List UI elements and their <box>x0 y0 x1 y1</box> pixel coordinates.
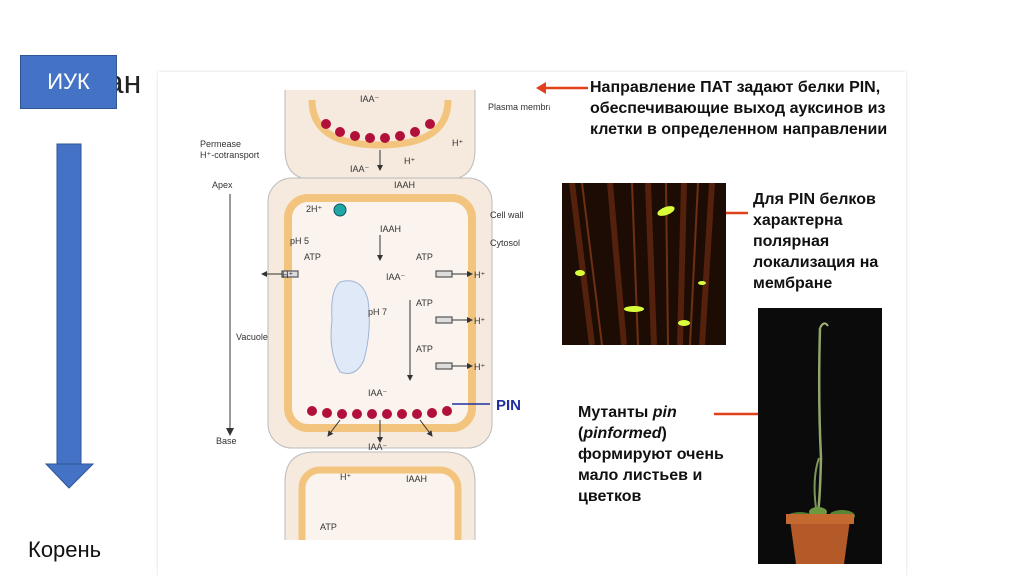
root-label: Корень <box>28 537 102 562</box>
label-h-right-1: H⁺ <box>474 270 485 280</box>
label-cytosol: Cytosol <box>490 238 520 248</box>
caption-mutants-pin: pin <box>652 404 677 421</box>
top-pin-proteins <box>321 119 435 143</box>
cell-diagram: IAA⁻ Plasma membrane Permease H⁺-cotrans… <box>200 90 550 540</box>
label-ph7: pH 7 <box>368 307 387 317</box>
label-atp-lower: ATP <box>320 522 337 532</box>
label-iaah-upper: IAAH <box>394 180 415 190</box>
microscopy-image <box>562 183 726 345</box>
label-ph5: pH 5 <box>290 236 309 246</box>
label-cotransport: H⁺-cotransport <box>200 150 260 160</box>
label-2h: 2H⁺ <box>306 204 323 214</box>
label-cell-wall: Cell wall <box>490 210 524 220</box>
label-iaah-lower: IAAH <box>406 474 427 484</box>
top-cell-membrane <box>308 99 452 149</box>
caption-mutants-pinformed: pinformed <box>583 425 662 442</box>
axis-arrowhead-icon <box>226 428 234 436</box>
vacuole <box>330 280 370 374</box>
caption-mutants-prefix: Мутанты <box>578 404 653 421</box>
caption-mutants-rest: формируют очень мало листьев и цветков <box>578 446 724 505</box>
flow-arrows <box>261 150 473 443</box>
label-iaa-top: IAA⁻ <box>360 94 380 104</box>
label-apex: Apex <box>212 180 233 190</box>
label-h-top: H⁺ <box>452 138 463 148</box>
caption-paren-open: ( <box>578 425 584 442</box>
label-iaah-cell: IAAH <box>380 224 401 234</box>
label-vacuole: Vacuole <box>236 332 268 342</box>
bottom-cell-membrane <box>298 466 462 540</box>
caption-arrow-1 <box>536 82 588 94</box>
label-h-left: H⁺ <box>282 270 293 280</box>
label-h-right-3: H⁺ <box>474 362 485 372</box>
label-iaa-bottom: IAA⁻ <box>368 388 388 398</box>
label-h-lower: H⁺ <box>340 472 351 482</box>
caption-mutants: Мутанты pin (pinformed) формируют очень ма… <box>578 402 728 507</box>
label-plasma-membrane: Plasma membrane <box>488 102 550 112</box>
permease-icon <box>333 203 347 217</box>
label-h-upper: H⁺ <box>404 156 415 166</box>
label-atp-right-3: ATP <box>416 344 433 354</box>
label-atp-left: ATP <box>304 252 321 262</box>
down-arrow-icon <box>44 143 95 489</box>
pin-mutant-plant-image <box>758 308 882 564</box>
iuk-box: ИУК <box>20 55 117 109</box>
label-atp-right-2: ATP <box>416 298 433 308</box>
label-h-right-2: H⁺ <box>474 316 485 326</box>
label-iaa-cell: IAA⁻ <box>386 272 406 282</box>
bottom-pin-proteins <box>307 406 452 419</box>
label-pin: PIN <box>496 397 521 414</box>
label-atp-right-1: ATP <box>416 252 433 262</box>
label-iaa-lower: IAA⁻ <box>368 442 388 452</box>
caption-pat-direction: Направление ПАТ задают белки PIN, обеспе… <box>590 79 888 138</box>
caption-pin-polar: Для PIN белков характерна полярная локал… <box>753 191 879 292</box>
caption-paren-close: ) <box>661 425 667 442</box>
label-base: Base <box>216 436 237 446</box>
label-iaa-upper: IAA⁻ <box>350 164 370 174</box>
label-permease: Permease <box>200 139 241 149</box>
